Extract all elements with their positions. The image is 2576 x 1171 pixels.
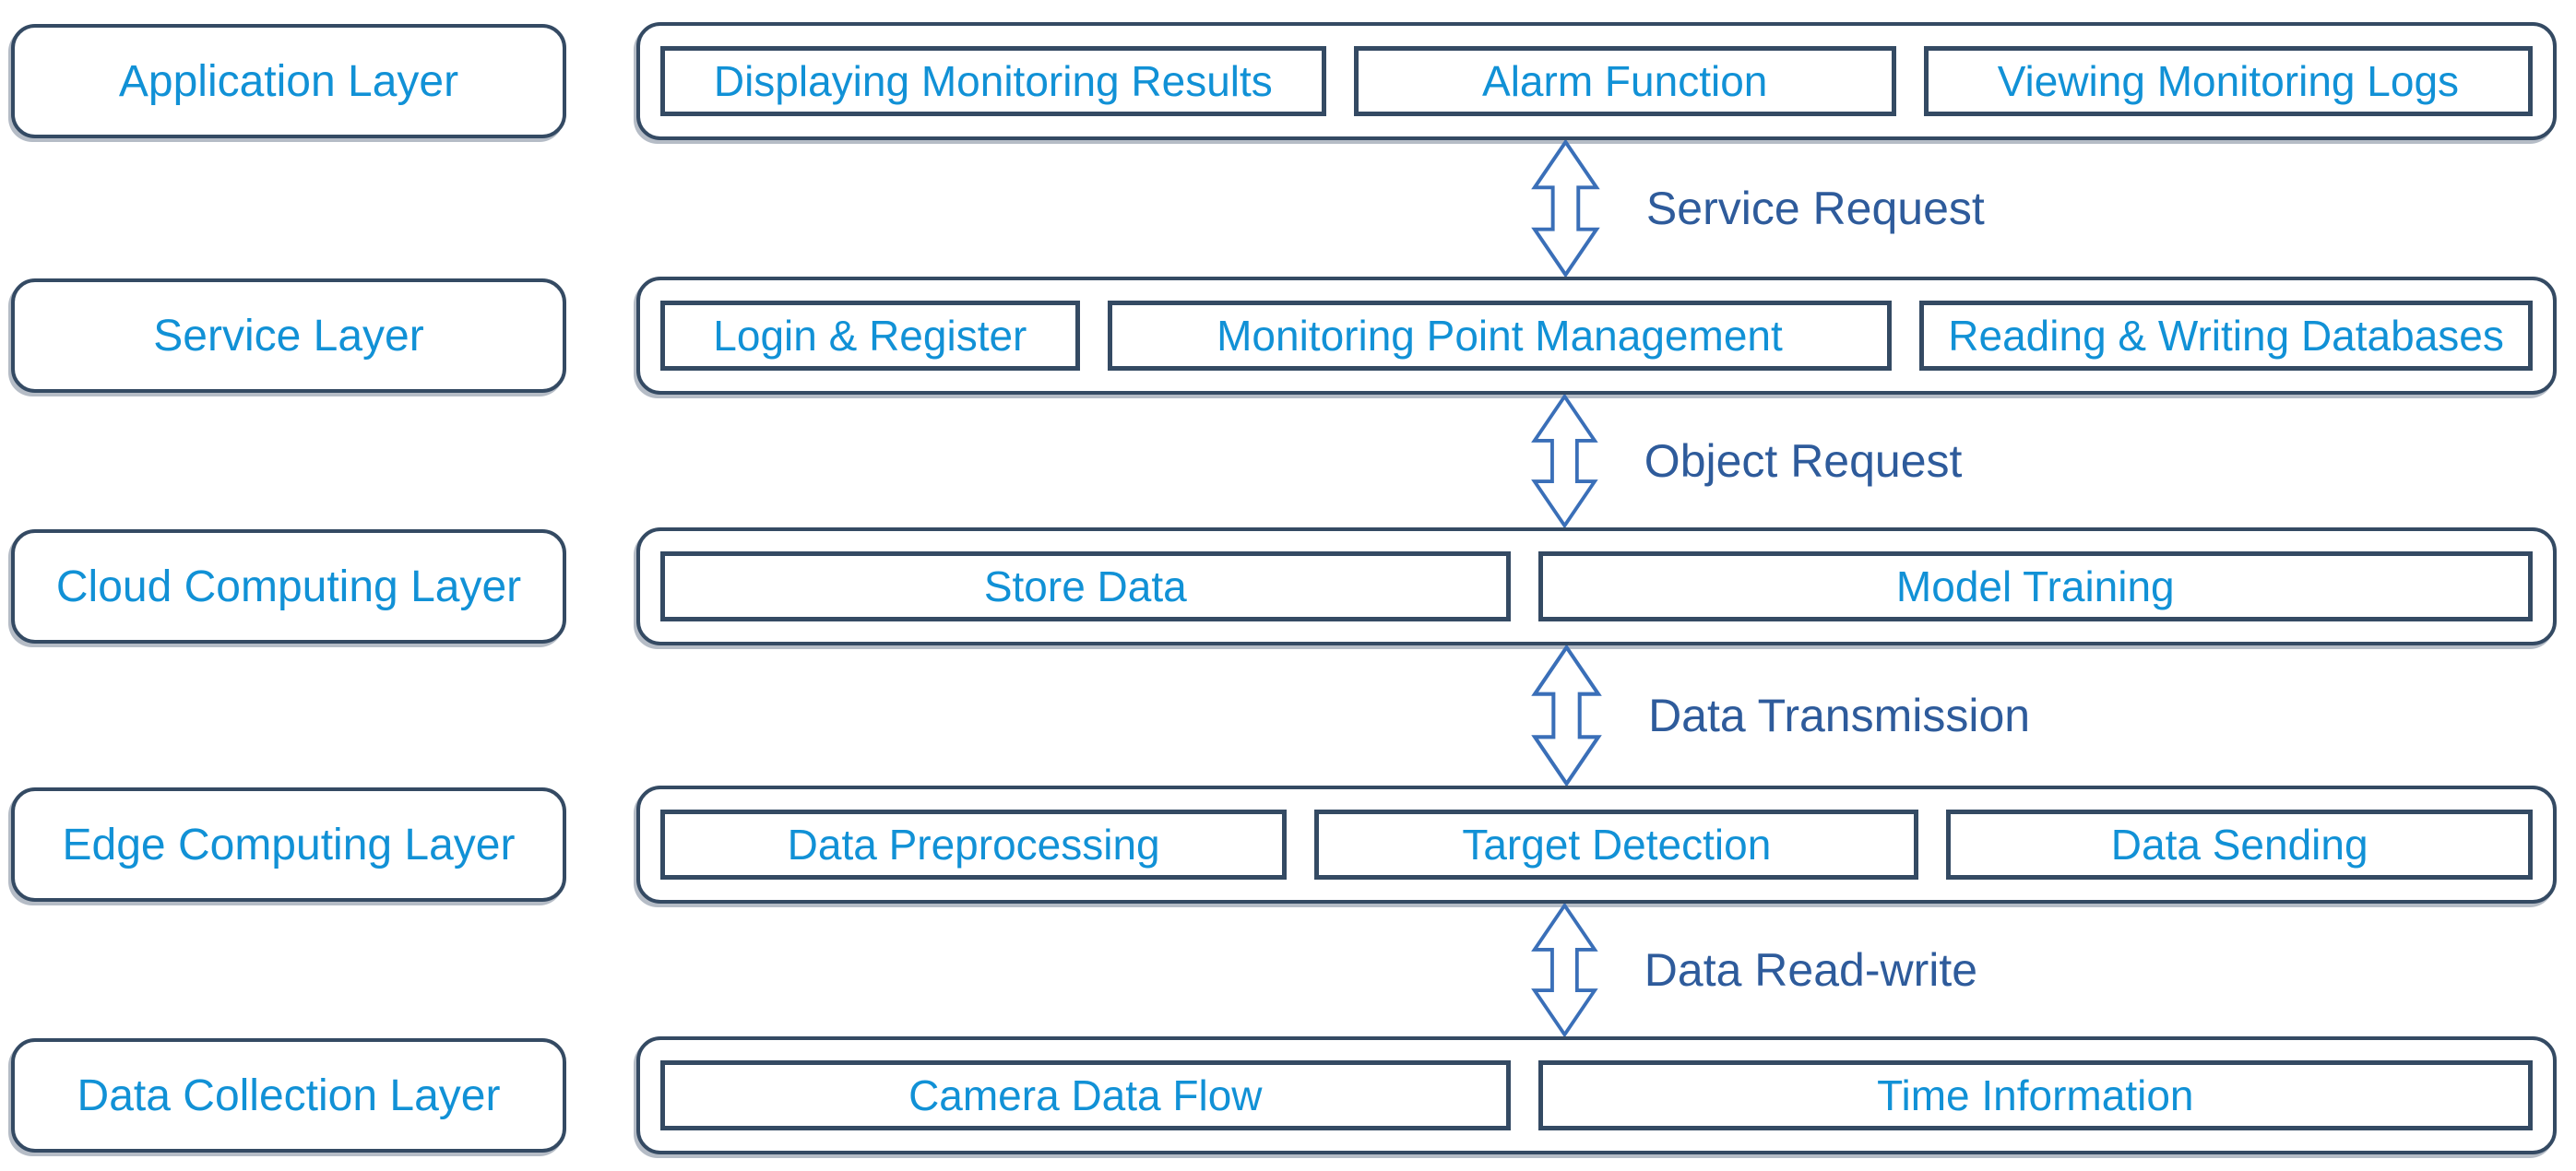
layer-label-box-service: Service Layer — [11, 278, 566, 393]
box-target-detection: Target Detection — [1314, 810, 1919, 880]
connector-data-read-write: Data Read-write — [1529, 904, 1977, 1036]
connector-label: Object Request — [1644, 435, 1963, 487]
box-label: Viewing Monitoring Logs — [1997, 57, 2460, 105]
double-arrow-icon — [1531, 645, 1602, 786]
layer-row-edge-computing: Edge Computing Layer Data Preprocessing … — [0, 786, 2576, 904]
double-arrow-icon — [1531, 395, 1598, 527]
box-login-register: Login & Register — [660, 301, 1080, 371]
box-displaying-monitoring-results: Displaying Monitoring Results — [660, 46, 1326, 116]
connector-service-request: Service Request — [1529, 140, 1985, 277]
box-time-information: Time Information — [1537, 1060, 2533, 1130]
box-data-sending: Data Sending — [1946, 810, 2533, 880]
box-reading-writing-databases: Reading & Writing Databases — [1919, 301, 2533, 371]
box-store-data: Store Data — [660, 551, 1511, 621]
layer-label: Application Layer — [118, 56, 459, 106]
box-data-preprocessing: Data Preprocessing — [660, 810, 1288, 880]
connector-label: Data Transmission — [1648, 690, 2031, 741]
box-label: Data Preprocessing — [787, 821, 1160, 869]
layer-label: Service Layer — [153, 311, 424, 361]
layer-label: Data Collection Layer — [77, 1070, 501, 1120]
connector-object-request: Object Request — [1529, 395, 1962, 527]
layer-container-edge-computing: Data Preprocessing Target Detection Data… — [636, 786, 2557, 904]
box-label: Target Detection — [1462, 821, 1772, 869]
layer-container-service: Login & Register Monitoring Point Manage… — [636, 277, 2557, 395]
box-label: Store Data — [983, 562, 1187, 610]
box-label: Camera Data Flow — [908, 1071, 1263, 1119]
box-label: Model Training — [1895, 562, 2175, 610]
layer-container-cloud-computing: Store Data Model Training — [636, 527, 2557, 645]
box-label: Alarm Function — [1482, 57, 1768, 105]
layer-row-service: Service Layer Login & Register Monitorin… — [0, 277, 2576, 395]
box-model-training: Model Training — [1537, 551, 2533, 621]
layer-label: Edge Computing Layer — [62, 820, 516, 869]
box-viewing-monitoring-logs: Viewing Monitoring Logs — [1923, 46, 2533, 116]
box-label: Monitoring Point Management — [1217, 312, 1783, 360]
box-label: Reading & Writing Databases — [1948, 312, 2504, 360]
layer-label-box-data-collection: Data Collection Layer — [11, 1038, 566, 1153]
layer-row-application: Application Layer Displaying Monitoring … — [0, 22, 2576, 140]
layer-label-box-cloud-computing: Cloud Computing Layer — [11, 529, 566, 644]
layer-container-application: Displaying Monitoring Results Alarm Func… — [636, 22, 2557, 140]
layer-row-data-collection: Data Collection Layer Camera Data Flow T… — [0, 1036, 2576, 1154]
box-camera-data-flow: Camera Data Flow — [660, 1060, 1511, 1130]
box-monitoring-point-management: Monitoring Point Management — [1107, 301, 1893, 371]
connector-label: Service Request — [1645, 183, 1985, 234]
layer-row-cloud-computing: Cloud Computing Layer Store Data Model T… — [0, 527, 2576, 645]
box-label: Time Information — [1877, 1071, 2194, 1119]
box-alarm-function: Alarm Function — [1353, 46, 1896, 116]
layer-label-box-edge-computing: Edge Computing Layer — [11, 787, 566, 902]
layer-container-data-collection: Camera Data Flow Time Information — [636, 1036, 2557, 1154]
connector-data-transmission: Data Transmission — [1529, 645, 2030, 786]
layer-label-box-application: Application Layer — [11, 24, 566, 138]
connector-label: Data Read-write — [1644, 944, 1978, 996]
double-arrow-icon — [1531, 904, 1598, 1036]
box-label: Data Sending — [2110, 821, 2368, 869]
box-label: Login & Register — [713, 312, 1027, 360]
layer-label: Cloud Computing Layer — [55, 562, 522, 611]
double-arrow-icon — [1531, 140, 1600, 277]
box-label: Displaying Monitoring Results — [713, 57, 1273, 105]
